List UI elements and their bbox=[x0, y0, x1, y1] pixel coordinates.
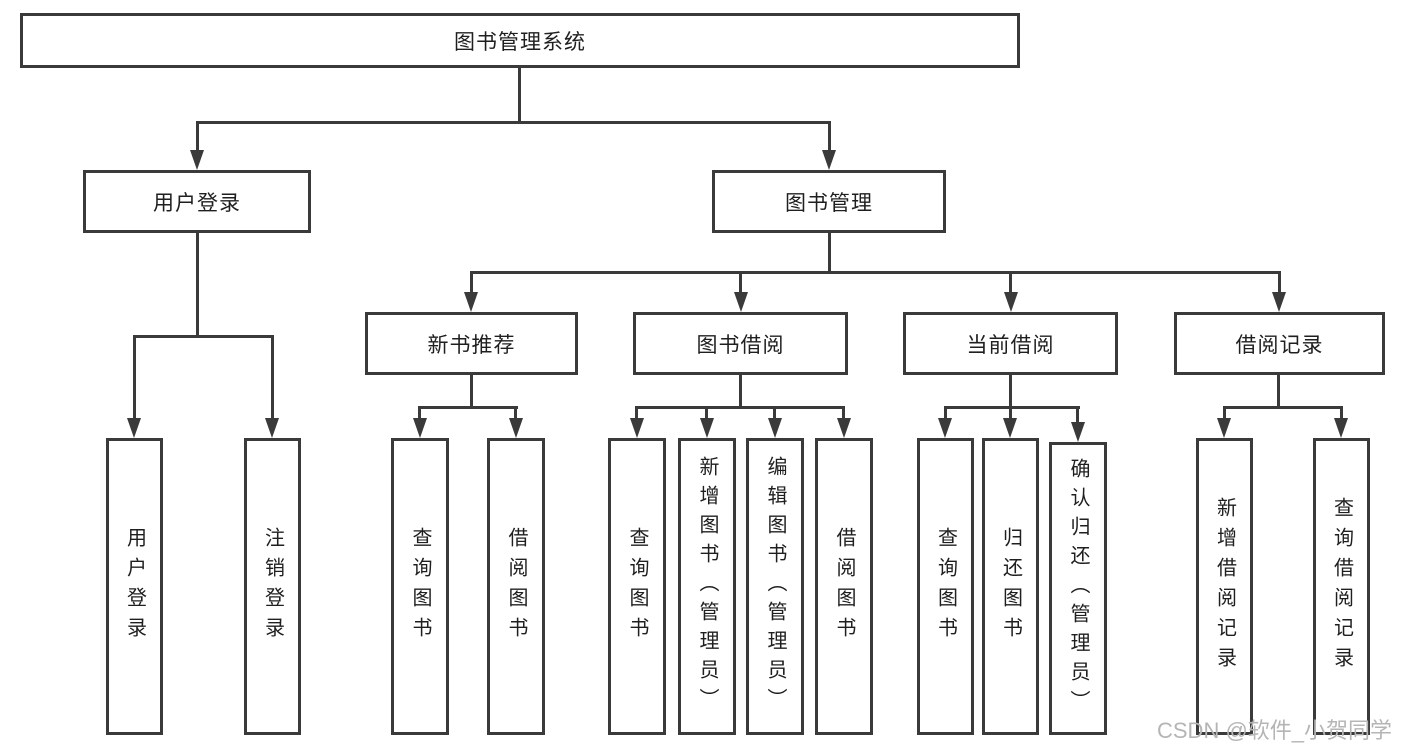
arrow-down-icon bbox=[190, 150, 204, 170]
leaf-records-add-borrow-record: 新增借阅记录 bbox=[1196, 438, 1253, 735]
arrow-down-icon bbox=[1217, 418, 1231, 438]
arrow-down-icon bbox=[265, 418, 279, 438]
connector-line bbox=[1223, 406, 1226, 422]
node-label: 新书推荐 bbox=[427, 333, 516, 357]
connector-line bbox=[828, 121, 831, 152]
connector-line bbox=[514, 406, 517, 422]
node-label: 图书借阅 bbox=[696, 333, 785, 357]
connector-line bbox=[705, 406, 708, 422]
connector-line bbox=[418, 406, 518, 409]
node-label: 确认归还（管理员） bbox=[1067, 458, 1089, 719]
node-label: 图书管理 bbox=[785, 191, 873, 215]
connector-line bbox=[635, 406, 638, 422]
node-label: 新增借阅记录 bbox=[1213, 496, 1236, 677]
node-label: 查询图书 bbox=[626, 526, 648, 647]
arrow-down-icon bbox=[1003, 418, 1017, 438]
connector-line bbox=[773, 406, 776, 422]
node-label: 新增图书（管理员） bbox=[696, 456, 718, 717]
connector-line bbox=[196, 121, 199, 152]
connector-line bbox=[470, 271, 1281, 274]
node-label: 查询图书 bbox=[409, 526, 431, 647]
leaf-borrowing-add-books-admin: 新增图书（管理员） bbox=[678, 438, 736, 735]
node-new-book-recommendation: 新书推荐 bbox=[365, 312, 578, 375]
node-label: 查询图书 bbox=[934, 526, 957, 647]
connector-line bbox=[470, 271, 473, 295]
connector-line bbox=[739, 271, 742, 295]
arrow-down-icon bbox=[1071, 422, 1085, 442]
connector-line bbox=[1340, 406, 1343, 422]
arrow-down-icon bbox=[837, 418, 851, 438]
connector-line bbox=[271, 335, 274, 421]
connector-line bbox=[842, 406, 845, 422]
arrow-down-icon bbox=[768, 418, 782, 438]
connector-line bbox=[1223, 406, 1343, 409]
node-label: 借阅记录 bbox=[1235, 333, 1324, 357]
node-current-borrowing: 当前借阅 bbox=[903, 312, 1118, 375]
node-label: 当前借阅 bbox=[966, 333, 1055, 357]
arrow-down-icon bbox=[464, 292, 478, 312]
connector-line bbox=[470, 375, 473, 409]
node-label: 归还图书 bbox=[999, 526, 1022, 647]
leaf-borrowing-borrow-books: 借阅图书 bbox=[815, 438, 873, 735]
leaf-borrowing-edit-books-admin: 编辑图书（管理员） bbox=[746, 438, 804, 735]
node-library-management-system: 图书管理系统 bbox=[20, 13, 1020, 68]
arrow-down-icon bbox=[509, 418, 523, 438]
leaf-records-query-borrow-record: 查询借阅记录 bbox=[1313, 438, 1370, 735]
arrow-down-icon bbox=[413, 418, 427, 438]
node-label: 用户登录 bbox=[153, 191, 241, 215]
node-borrowing-records: 借阅记录 bbox=[1174, 312, 1385, 375]
leaf-logout-login: 注销登录 bbox=[244, 438, 301, 735]
arrow-down-icon bbox=[1272, 292, 1286, 312]
node-label: 注销登录 bbox=[261, 526, 284, 647]
connector-line bbox=[1076, 406, 1079, 426]
connector-line bbox=[635, 406, 845, 409]
connector-line bbox=[1009, 406, 1012, 422]
leaf-user-login: 用户登录 bbox=[106, 438, 163, 735]
arrow-down-icon bbox=[1004, 292, 1018, 312]
connector-line bbox=[1277, 375, 1280, 409]
arrow-down-icon bbox=[700, 418, 714, 438]
leaf-recommend-query-books: 查询图书 bbox=[391, 438, 449, 735]
connector-line bbox=[196, 121, 830, 124]
node-user-login: 用户登录 bbox=[83, 170, 311, 233]
arrow-down-icon bbox=[630, 418, 644, 438]
node-label: 图书管理系统 bbox=[454, 30, 586, 54]
node-label: 查询借阅记录 bbox=[1330, 496, 1353, 677]
arrow-down-icon bbox=[822, 150, 836, 170]
connector-line bbox=[944, 406, 947, 422]
arrow-down-icon bbox=[1334, 418, 1348, 438]
csdn-watermark: CSDN @软件_小贺同学 bbox=[1157, 718, 1393, 743]
connector-line bbox=[828, 233, 831, 274]
connector-line bbox=[133, 335, 274, 338]
node-label: 借阅图书 bbox=[505, 526, 527, 647]
connector-line bbox=[518, 68, 521, 124]
node-label: 借阅图书 bbox=[833, 526, 855, 647]
node-book-borrowing: 图书借阅 bbox=[633, 312, 848, 375]
connector-line bbox=[944, 406, 1080, 409]
connector-line bbox=[1278, 271, 1281, 295]
connector-line bbox=[1009, 375, 1012, 409]
connector-line bbox=[418, 406, 421, 422]
leaf-current-return-books: 归还图书 bbox=[982, 438, 1039, 735]
connector-line bbox=[196, 233, 199, 338]
arrow-down-icon bbox=[938, 418, 952, 438]
connector-line bbox=[133, 335, 136, 421]
connector-line bbox=[1009, 271, 1012, 295]
node-book-management: 图书管理 bbox=[712, 170, 946, 233]
node-label: 编辑图书（管理员） bbox=[764, 456, 786, 717]
leaf-current-query-books: 查询图书 bbox=[917, 438, 974, 735]
leaf-borrowing-query-books: 查询图书 bbox=[608, 438, 666, 735]
node-label: 用户登录 bbox=[123, 526, 146, 647]
leaf-current-confirm-return-admin: 确认归还（管理员） bbox=[1049, 442, 1107, 735]
connector-line bbox=[739, 375, 742, 409]
arrow-down-icon bbox=[734, 292, 748, 312]
arrow-down-icon bbox=[127, 418, 141, 438]
leaf-recommend-borrow-books: 借阅图书 bbox=[487, 438, 545, 735]
